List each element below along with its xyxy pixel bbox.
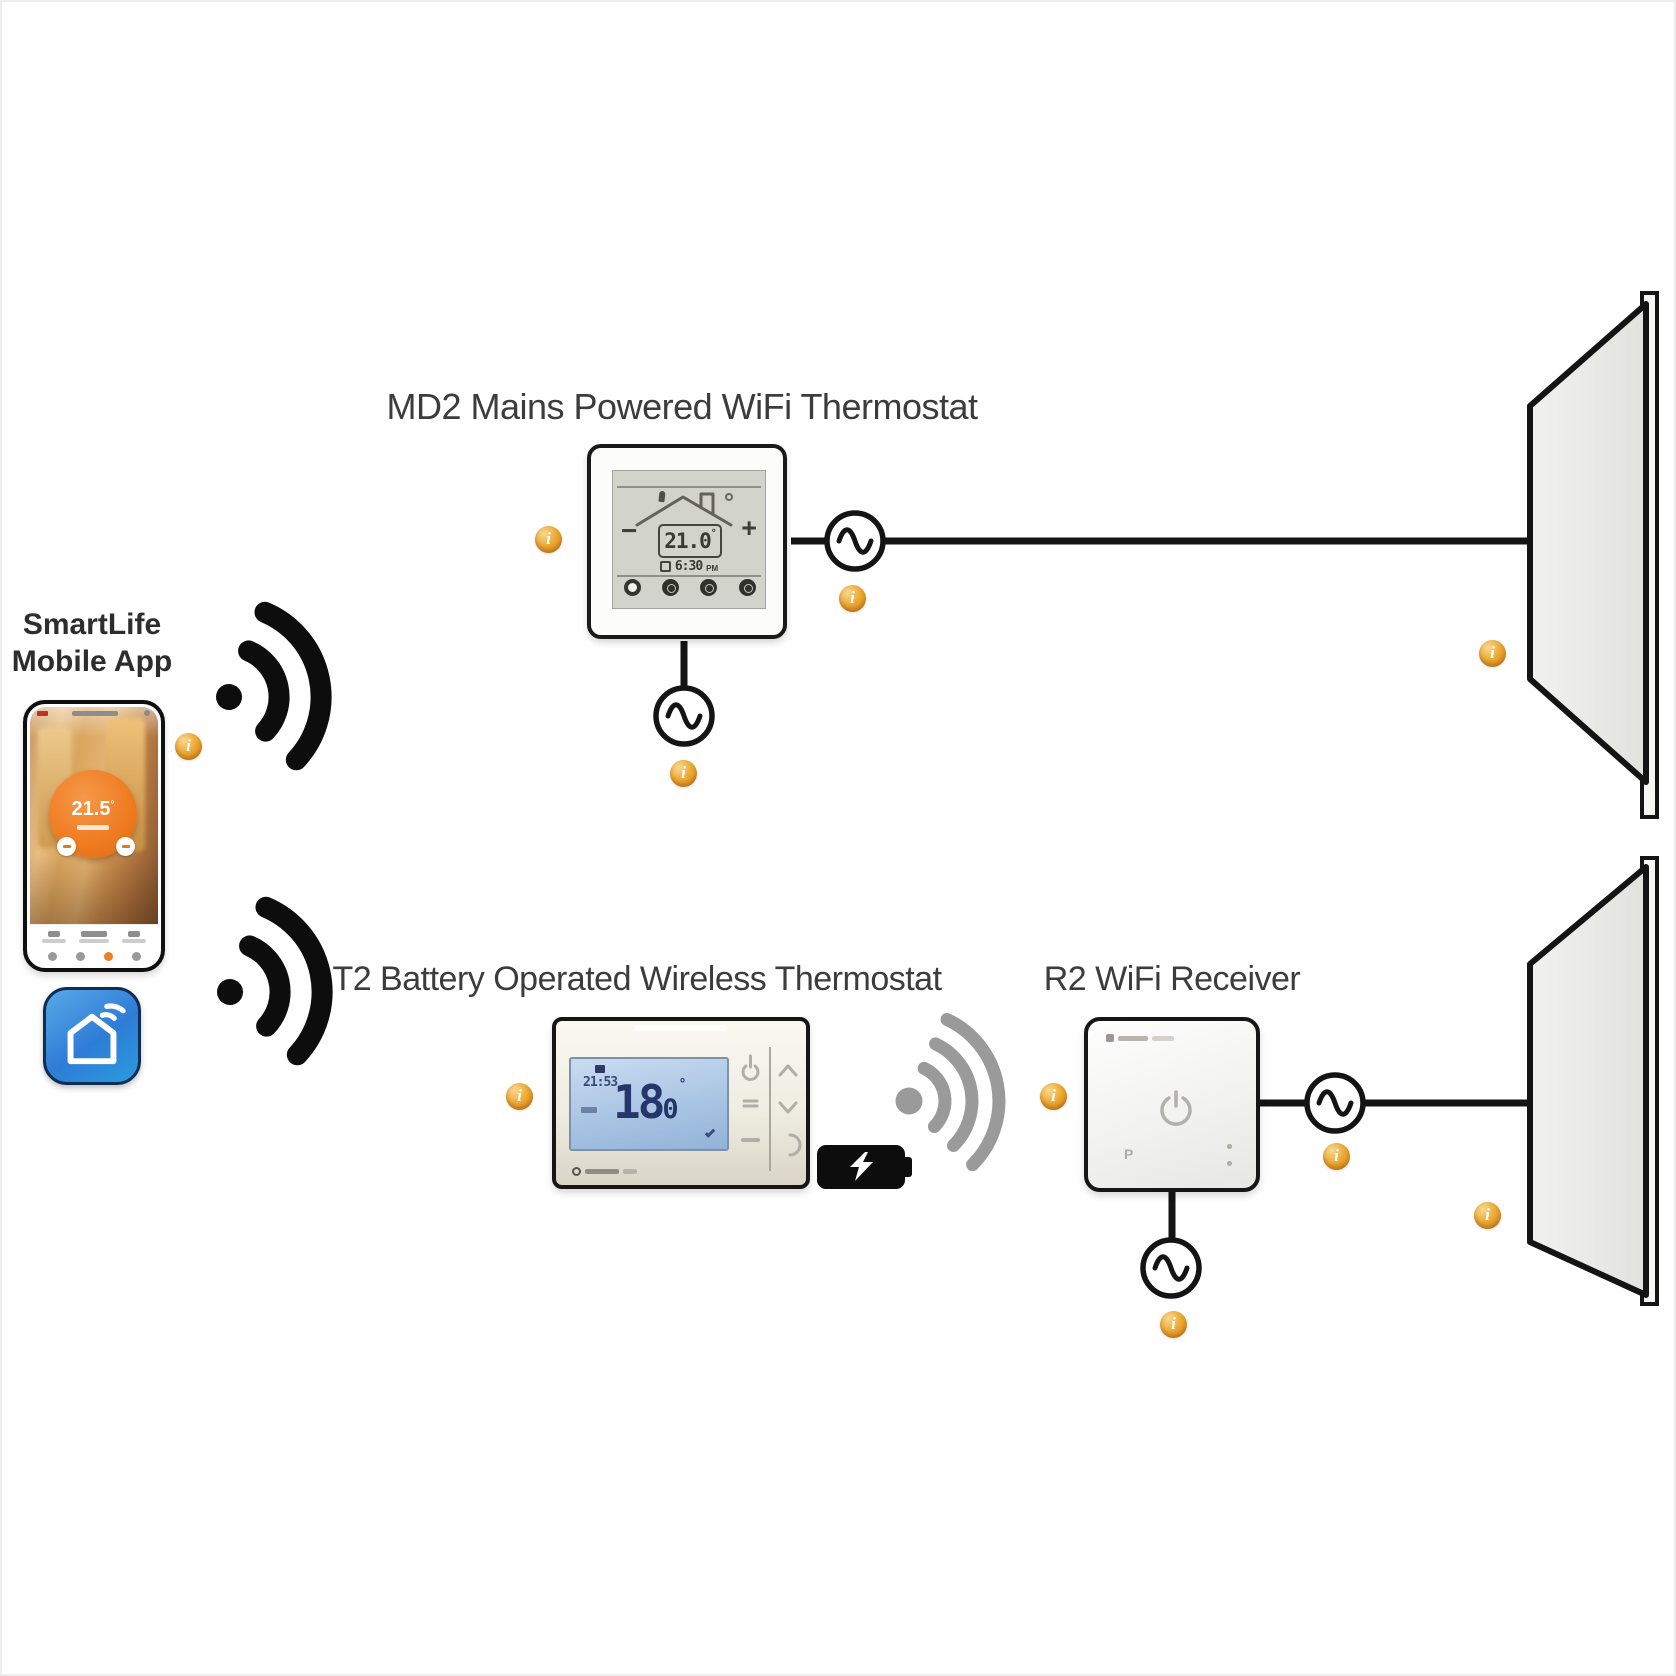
nav-settings-icon[interactable] xyxy=(131,952,141,961)
md2-label: MD2 Mains Powered WiFi Thermostat xyxy=(386,386,979,427)
battery-icon xyxy=(817,1145,912,1189)
temp-down-button[interactable]: − xyxy=(621,515,638,546)
phone-status-bar xyxy=(30,707,158,721)
app-nav-bar xyxy=(30,948,158,965)
status-time xyxy=(37,711,48,716)
r2-wifi-receiver: P xyxy=(1084,1017,1260,1192)
brand-logo xyxy=(572,1167,637,1176)
power-icon[interactable] xyxy=(1155,1086,1197,1128)
smartlife-app-label: SmartLife Mobile App xyxy=(7,606,177,680)
house-icon xyxy=(635,492,733,527)
phone-screen: 21.5° xyxy=(30,707,158,965)
md2-meridiem: PM xyxy=(706,563,719,573)
panel-heater-bottom xyxy=(1527,856,1659,1306)
dial-subtext xyxy=(77,825,109,830)
info-hotspot[interactable]: i xyxy=(670,760,697,787)
wifi-signal-icon xyxy=(216,601,332,771)
smartphone: 21.5° xyxy=(23,700,165,972)
ac-power-icon xyxy=(653,685,715,747)
power-icon xyxy=(741,1064,760,1081)
info-hotspot[interactable]: i xyxy=(839,585,866,612)
t2-time-value: 21:53 xyxy=(583,1075,618,1090)
degree-symbol: ° xyxy=(678,1077,687,1092)
power-button[interactable] xyxy=(739,579,756,596)
day-indicator xyxy=(581,1107,597,1113)
app-label-line1: SmartLife xyxy=(22,608,162,641)
more-icon[interactable] xyxy=(144,710,150,716)
ac-power-icon xyxy=(1304,1072,1366,1134)
nav-home-icon[interactable] xyxy=(47,952,57,961)
info-hotspot[interactable]: i xyxy=(1474,1202,1501,1229)
temp-up-button[interactable]: + xyxy=(741,513,757,543)
check-icon xyxy=(704,1127,716,1138)
t2-thermostat: 21:53 180 ° xyxy=(552,1017,810,1189)
info-hotspot[interactable]: i xyxy=(506,1083,533,1110)
dial-temp-value: 21.5 xyxy=(71,798,111,820)
t2-lcd-screen: 21:53 180 ° xyxy=(569,1057,729,1151)
md2-temp-value: 21.0 xyxy=(664,529,712,553)
ac-power-icon xyxy=(824,510,886,572)
smartlife-app-icon[interactable] xyxy=(43,987,141,1085)
md2-lcd-screen: − + 21.0° 6:30 PM xyxy=(612,470,766,609)
info-hotspot[interactable]: i xyxy=(1323,1143,1350,1170)
screen-title xyxy=(72,711,118,716)
md2-time-display: 6:30 PM xyxy=(613,559,765,574)
schedule-button[interactable] xyxy=(700,579,717,596)
lcd-divider xyxy=(617,486,761,488)
app-label-line2: Mobile App xyxy=(11,645,173,678)
led-indicators xyxy=(1227,1132,1232,1166)
calendar-icon xyxy=(659,561,671,572)
md2-thermostat: − + 21.0° 6:30 PM xyxy=(587,444,787,639)
info-hotspot[interactable]: i xyxy=(1160,1311,1187,1338)
pair-button[interactable]: P xyxy=(1124,1146,1134,1162)
wifi-signal-icon xyxy=(217,896,333,1066)
nav-mode-icon[interactable] xyxy=(75,952,85,961)
lcd-divider xyxy=(617,575,761,577)
wifi-signal-gray-icon xyxy=(895,1012,1006,1172)
house-wifi-icon xyxy=(67,1003,126,1065)
chevron-down-icon xyxy=(778,1101,798,1114)
r2-label: R2 WiFi Receiver xyxy=(1043,960,1301,998)
md2-time-value: 6:30 xyxy=(674,559,703,574)
chevron-up-icon xyxy=(778,1064,798,1077)
app-stat[interactable] xyxy=(121,930,146,943)
t2-label: T2 Battery Operated Wireless Thermostat xyxy=(332,960,942,998)
info-hotspot[interactable]: i xyxy=(535,526,562,553)
info-hotspot[interactable]: i xyxy=(1479,640,1506,667)
t2-temperature-display: 180 ° xyxy=(613,1075,686,1129)
lightning-bolt-icon xyxy=(850,1152,873,1181)
t2-button-panel xyxy=(741,1047,802,1171)
ac-power-icon xyxy=(1140,1237,1202,1299)
info-hotspot[interactable]: i xyxy=(1040,1083,1067,1110)
status-icon xyxy=(725,493,733,501)
t2-temp-integer: 18 xyxy=(613,1075,665,1129)
mode-button[interactable] xyxy=(662,579,679,596)
settings-button[interactable] xyxy=(624,579,641,596)
return-icon xyxy=(788,1133,802,1157)
dial-decrease-button[interactable] xyxy=(57,837,76,856)
dial-increase-button[interactable] xyxy=(116,837,135,856)
app-stat[interactable] xyxy=(42,930,67,943)
md2-temperature-display: 21.0° xyxy=(658,524,722,558)
flag-icon xyxy=(595,1065,605,1073)
info-hotspot[interactable]: i xyxy=(175,733,202,760)
panel-heater-top xyxy=(1527,291,1659,819)
brand-logo xyxy=(1106,1034,1174,1042)
nav-active-icon[interactable] xyxy=(103,952,113,961)
degree-symbol: ° xyxy=(710,528,717,539)
t2-temp-decimal: 0 xyxy=(662,1094,679,1125)
app-stat[interactable] xyxy=(78,930,109,943)
degree-symbol: ° xyxy=(110,799,115,811)
app-info-row xyxy=(30,924,158,948)
